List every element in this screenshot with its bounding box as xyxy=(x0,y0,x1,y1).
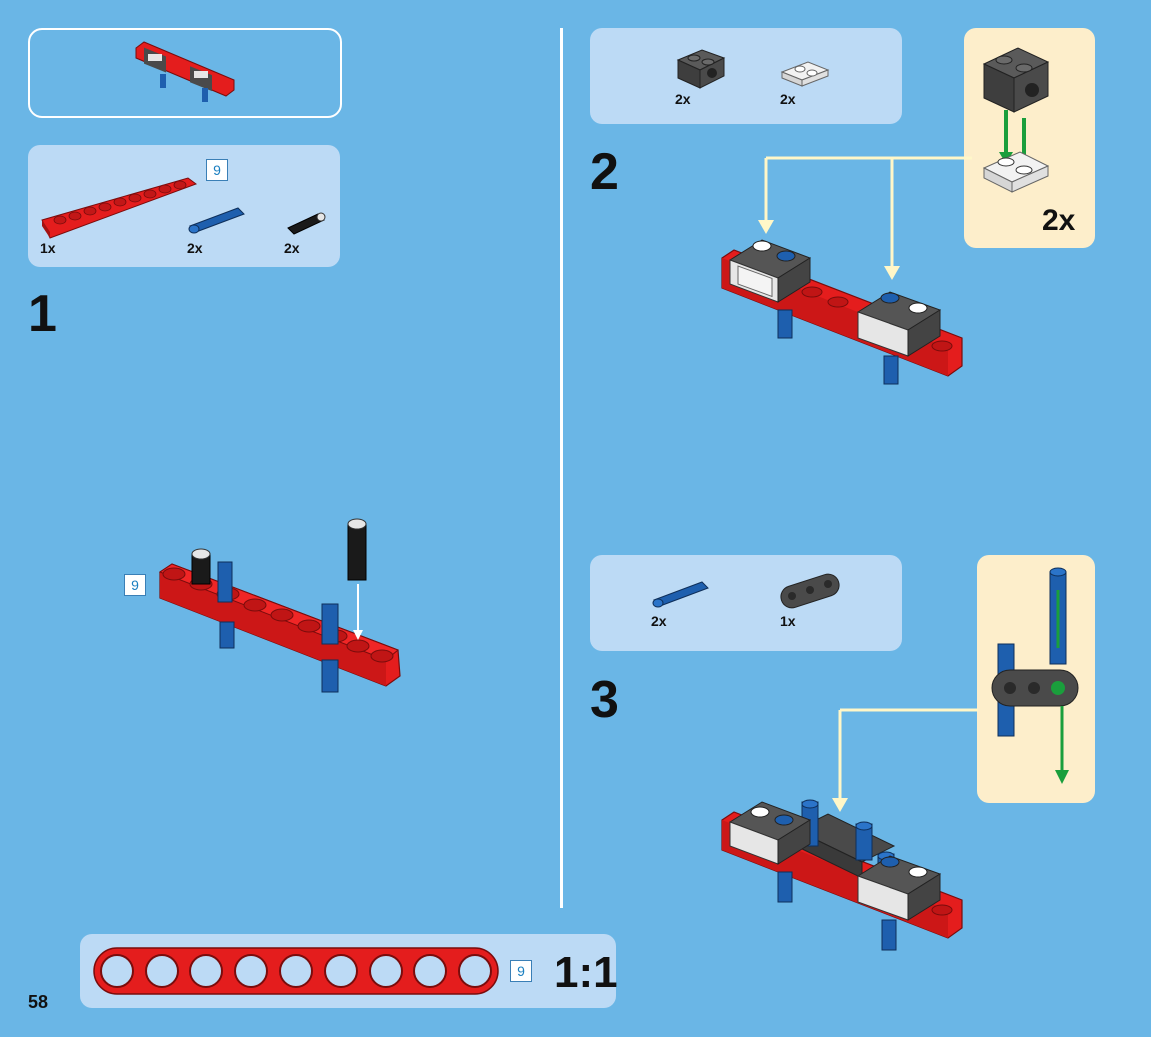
part-quantity: 2x xyxy=(675,91,691,107)
red-beam-9-icon xyxy=(41,177,198,239)
scale-beam-9 xyxy=(93,947,499,995)
step-3-parts-panel xyxy=(590,555,902,651)
column-divider xyxy=(560,28,563,908)
blue-axle-pin-icon xyxy=(188,207,245,234)
step-number: 3 xyxy=(590,671,619,729)
step-1-assembly xyxy=(158,518,401,693)
part-quantity: 2x xyxy=(284,240,300,256)
step-2-assembly xyxy=(721,156,972,385)
part-quantity: 2x xyxy=(187,240,203,256)
dark-gray-technic-brick-icon xyxy=(676,49,726,89)
dark-gray-beam-3-icon xyxy=(780,573,840,609)
part-quantity: 1x xyxy=(780,613,796,629)
step-number: 1 xyxy=(28,285,57,343)
step-3-assembly xyxy=(721,708,978,951)
callout-brick-on-plate xyxy=(982,47,1050,193)
step-number: 2 xyxy=(590,143,619,201)
callout-quantity: 2x xyxy=(1042,204,1076,237)
page-number: 58 xyxy=(28,992,49,1012)
beam-length-badge: 9 xyxy=(206,159,228,181)
submodel-preview-box xyxy=(28,28,342,118)
beam-length-badge: 9 xyxy=(510,960,532,982)
beam-length-badge: 9 xyxy=(124,574,146,596)
white-plate-1x2-icon xyxy=(780,61,830,87)
callout-beam-with-pins xyxy=(991,567,1079,784)
blue-axle-pin-icon xyxy=(652,581,709,608)
part-quantity: 2x xyxy=(651,613,667,629)
part-quantity: 1x xyxy=(40,240,56,256)
black-friction-pin-icon xyxy=(287,212,326,235)
completed-submodel-preview xyxy=(135,41,235,102)
step-2-parts-panel xyxy=(590,28,902,124)
scale-label: 1:1 xyxy=(554,948,618,997)
part-quantity: 2x xyxy=(780,91,796,107)
step-1-parts-panel xyxy=(28,145,340,267)
